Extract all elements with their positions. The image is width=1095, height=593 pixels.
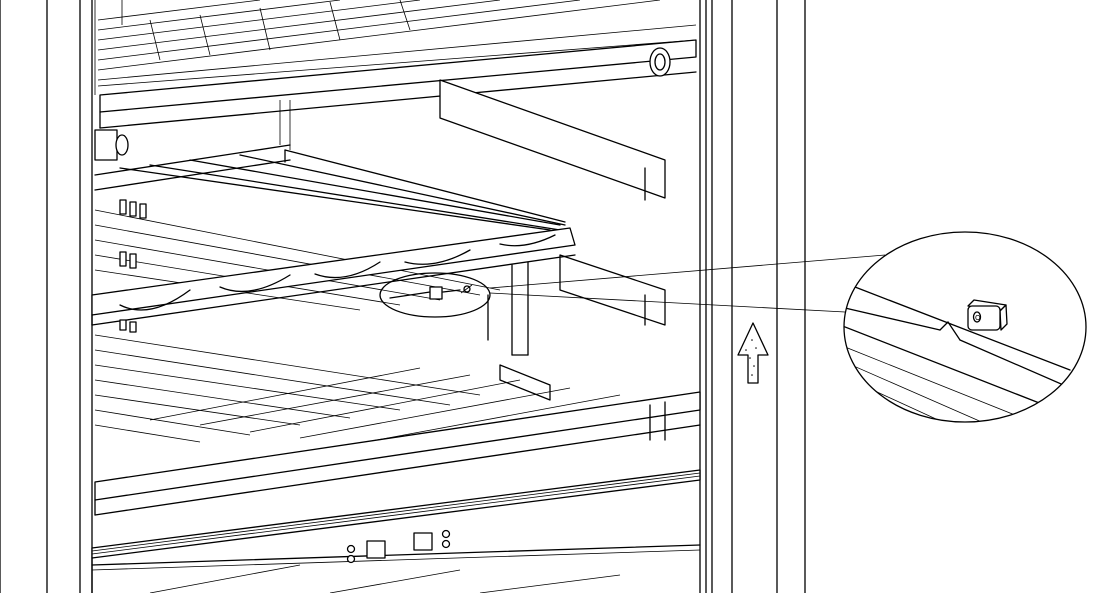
side-support (439, 79, 666, 401)
indicator-led (441, 529, 451, 539)
control-button[interactable] (413, 532, 433, 551)
control-panel (91, 469, 701, 593)
indicator-led (441, 539, 451, 549)
callout-marker: O (975, 314, 981, 322)
up-arrow-icon (737, 322, 769, 384)
indicator-led (346, 544, 356, 554)
control-button[interactable] (366, 540, 386, 559)
callout-leaders (489, 254, 886, 313)
lower-shelf (94, 334, 701, 516)
middle-shelf (91, 100, 576, 356)
top-shelf (94, 0, 697, 129)
detail-highlight (379, 272, 491, 318)
cabinet-frame (0, 0, 806, 593)
indicator-led (346, 554, 356, 564)
magnifier-callout: O (843, 231, 1087, 423)
